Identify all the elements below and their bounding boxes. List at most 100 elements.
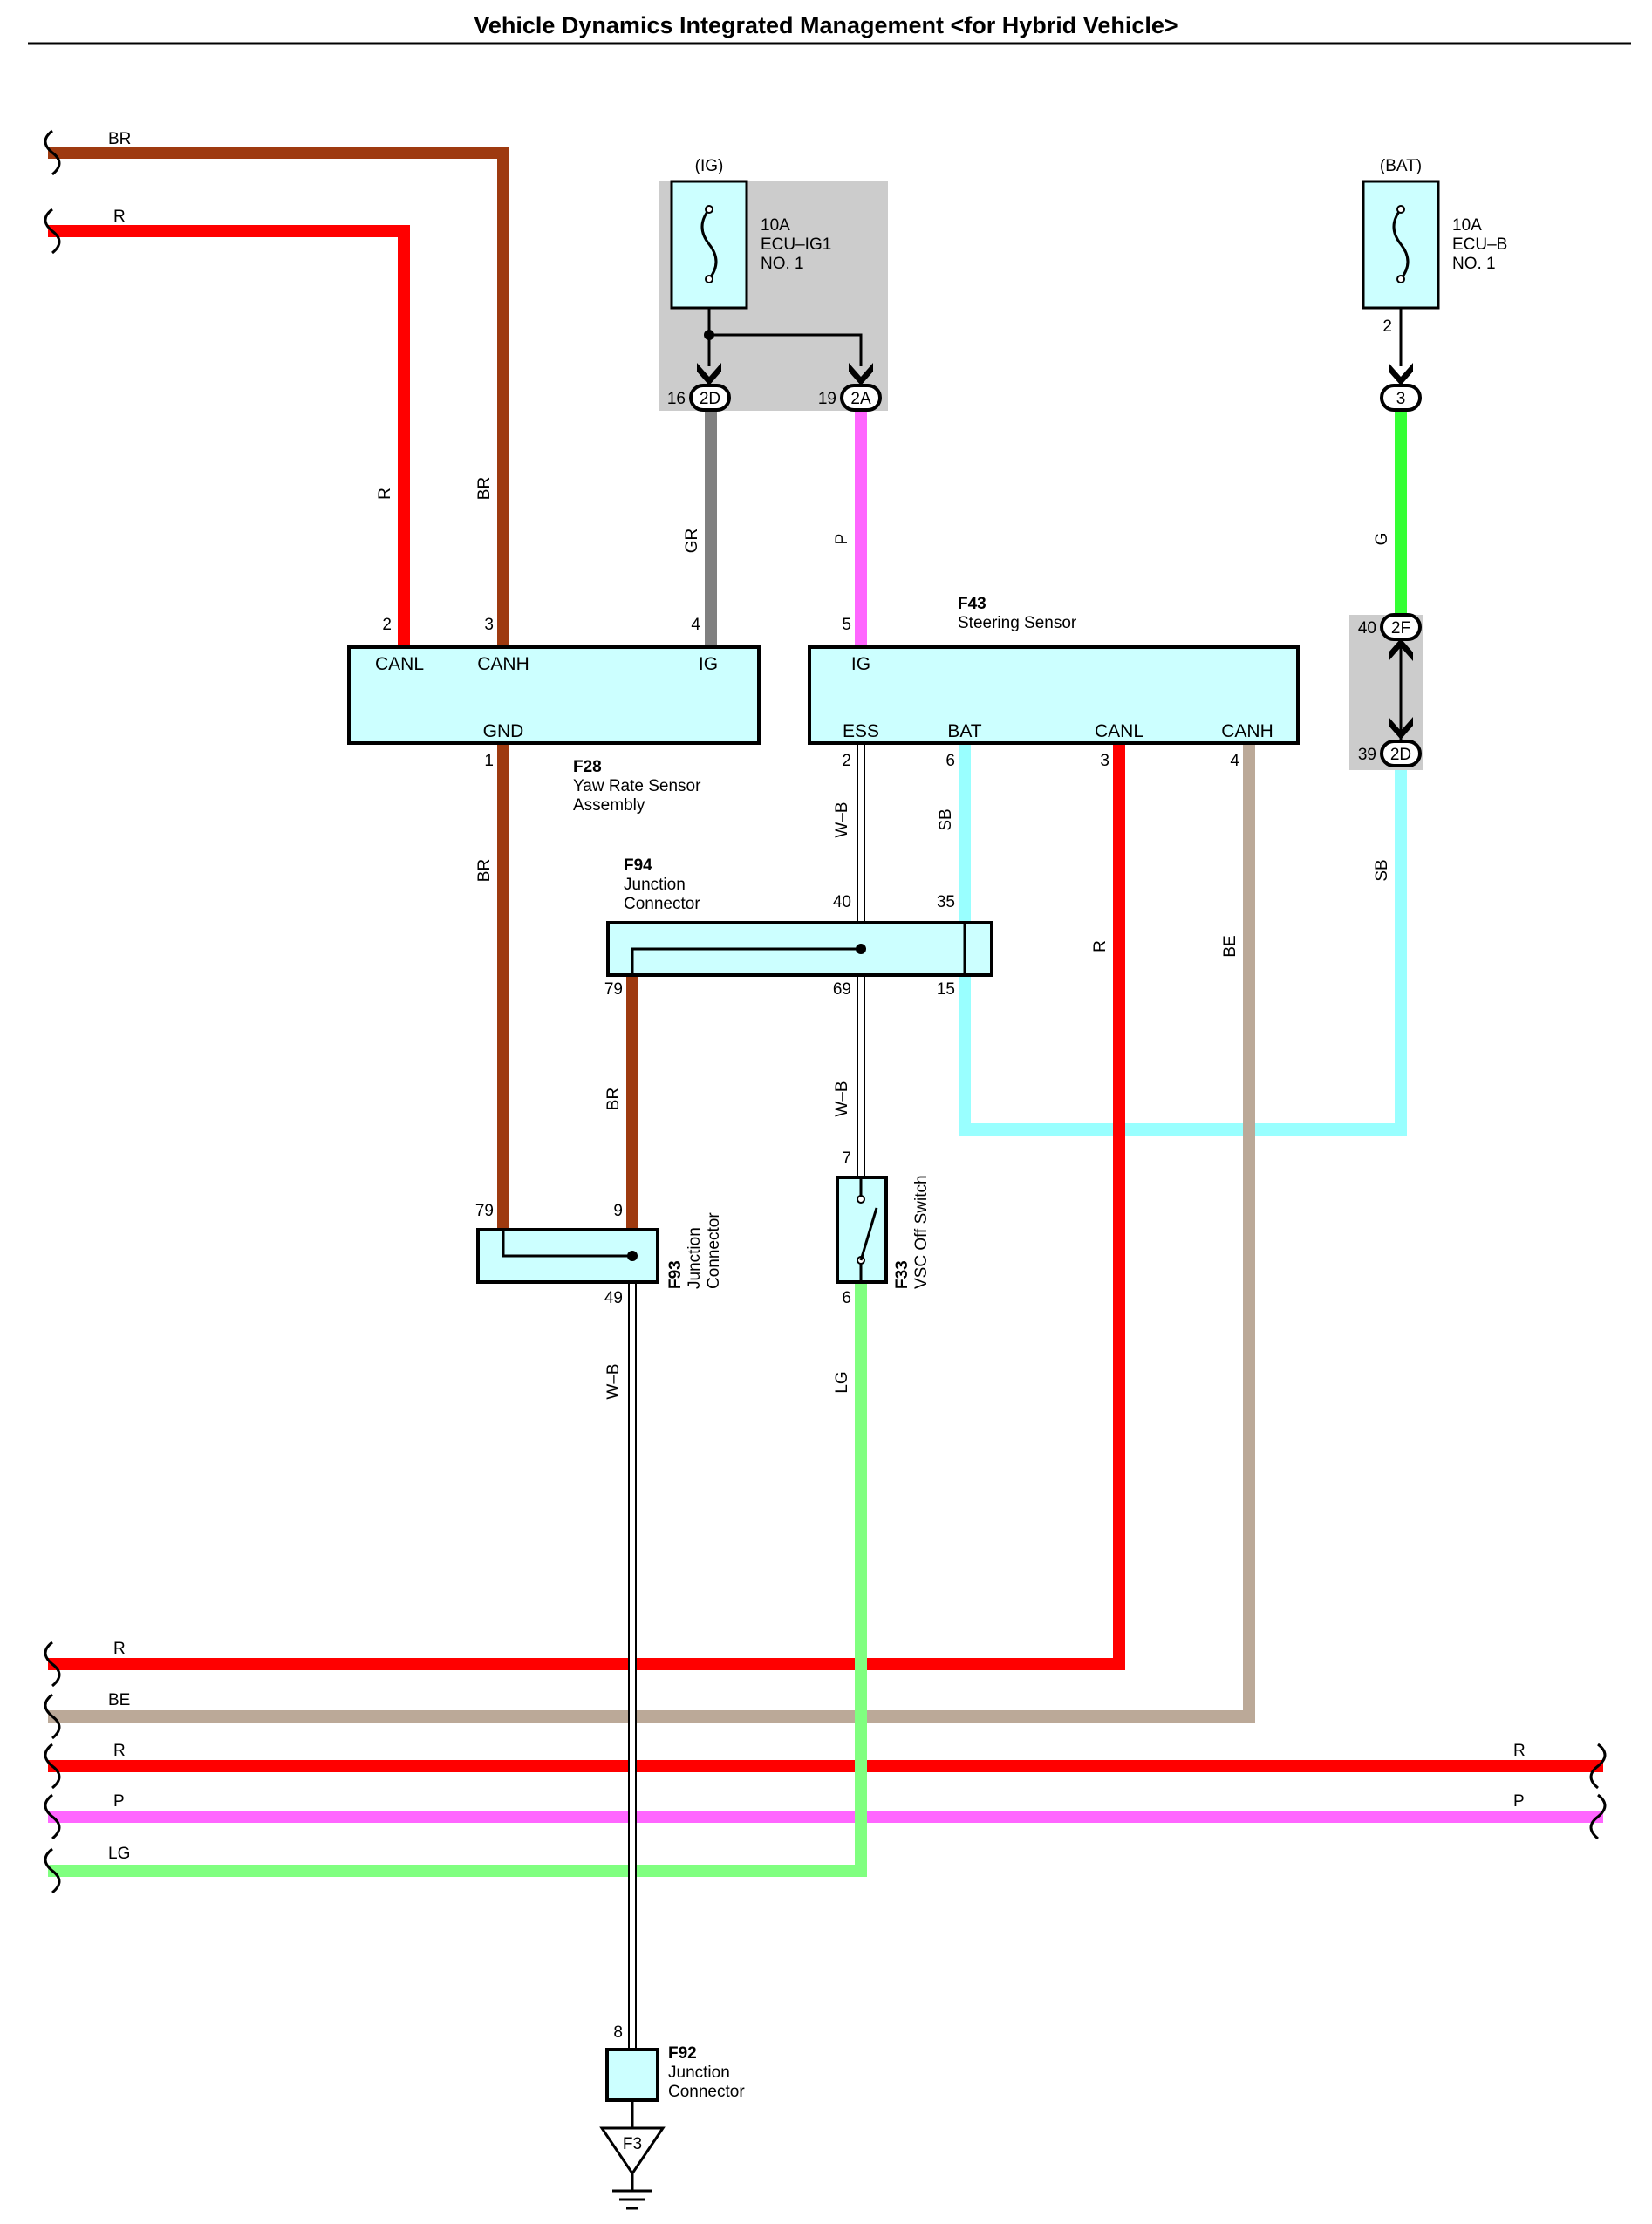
connector-2d: 2D [689,384,731,412]
wire-break-marks-left [44,129,61,1894]
ground-icon: F3 [599,2126,666,2210]
pin-4-f28: 4 [691,616,700,634]
f92-id: F92 [668,2044,697,2063]
f28-name-2: Assembly [573,796,645,815]
connector-2f: 2F [1380,613,1422,641]
pin-5-f43: 5 [842,616,851,634]
wire-label-p-bus: P [113,1792,125,1811]
f92-name-2: Connector [668,2083,745,2101]
wire-label-r-vert: R [376,488,394,500]
wire-label-wb-ess: W–B [833,802,851,837]
switch-contact [859,1207,878,1261]
pin-6-f43: 6 [945,752,955,770]
ig-label: (IG) [695,157,724,175]
svg-text:Connector: Connector [705,1212,723,1289]
f28-pin-ig: IG [699,654,718,674]
pin-1-f28: 1 [484,752,494,770]
f43-pin-ess: ESS [843,721,879,741]
wire-label-gr-vert: GR [683,529,701,554]
pin-8-f92: 8 [613,2023,623,2042]
f43-id: F43 [958,595,986,613]
f33-label: F33 VSC Off Switch [893,1175,931,1289]
f28-pin-canh: CANH [477,654,529,674]
wire-label-be-bus: BE [108,1691,130,1709]
svg-text:2D: 2D [1390,746,1411,764]
wire-label-br-top: BR [108,130,131,148]
f43-pin-canh: CANH [1221,721,1273,741]
fuse-ig-rating: 10A [761,216,790,235]
wire-label-g-vert: G [1373,533,1391,546]
wire-label-br-f93: BR [604,1088,623,1110]
fuse-b-no: NO. 1 [1452,255,1496,273]
svg-text:Junction: Junction [686,1227,704,1289]
wire-r-canl-steering [48,743,1125,1670]
fuse-ig-name: ECU–IG1 [761,235,831,254]
wire-label-r-canl: R [1091,940,1109,952]
f28-id: F28 [573,758,602,776]
wire-br-canh [48,147,509,647]
component-f28-yaw-rate-sensor [347,645,761,745]
svg-text:3: 3 [1396,390,1406,408]
f94-name-1: Junction [624,876,686,894]
wire-label-p-vert: P [833,534,851,545]
pin-6-f33: 6 [842,1289,851,1307]
connector-2a: 2A [840,384,882,412]
wire-label-wb-ground: W–B [604,1363,623,1399]
wire-label-lg-vert: LG [833,1371,851,1393]
f43-pin-canl: CANL [1095,721,1143,741]
pin-4-f43: 4 [1230,752,1239,770]
svg-text:F93: F93 [666,1260,685,1289]
wire-lg-switch [48,1282,867,1877]
svg-text:2A: 2A [850,390,871,408]
pin-35-f94: 35 [937,893,955,911]
svg-text:2F: 2F [1391,619,1410,638]
pin-40-2f: 40 [1358,619,1376,638]
wire-break-marks-right [1589,1743,1607,1840]
f28-pin-gnd: GND [483,721,524,741]
pin-19: 19 [818,390,836,408]
fuse-ecu-ig1-element [700,208,718,280]
wire-label-br-vert: BR [475,477,494,500]
fuse-b-name: ECU–B [1452,235,1507,254]
wire-label-r-bus1: R [113,1640,126,1658]
wire-label-br-gnd: BR [475,859,494,882]
page-title: Vehicle Dynamics Integrated Management <… [474,12,1178,38]
pin-2-f43: 2 [842,752,851,770]
pin-9-f93: 9 [613,1202,623,1220]
wire-label-sb-bat: SB [937,808,955,830]
pin-3-f43: 3 [1100,752,1109,770]
wire-be-canh-steering [48,743,1255,1723]
f94-splice [856,944,866,954]
svg-text:F33: F33 [893,1260,911,1289]
pin-2-fuse: 2 [1382,317,1392,336]
bat-label: (BAT) [1380,157,1422,175]
component-f92-junction-connector [605,2048,659,2102]
wire-label-wb-switch: W–B [833,1081,851,1116]
f43-pin-ig: IG [851,654,870,674]
f43-name: Steering Sensor [958,614,1077,632]
pin-15-f94: 15 [937,980,955,999]
pin-69-f94: 69 [833,980,851,999]
f43-pin-bat: BAT [947,721,981,741]
wire-label-r-top: R [113,208,126,226]
fuse-ig-no: NO. 1 [761,255,804,273]
f93-label: F93 Junction Connector [666,1212,723,1289]
pin-16: 16 [667,390,686,408]
pin-7-f33: 7 [842,1150,851,1168]
wire-label-r-bus2: R [113,1742,126,1760]
f93-splice [627,1251,638,1261]
fuse-ecu-b-element [1392,208,1410,280]
wire-r-canl [48,225,410,647]
f92-name-1: Junction [668,2064,730,2082]
pin-3-f28: 3 [484,616,494,634]
connector-3: 3 [1380,384,1422,412]
wire-sb-bat [959,743,1407,1136]
pin-39-2d: 39 [1358,746,1376,764]
ground-label: F3 [623,2135,642,2153]
pin-2-f28: 2 [382,616,392,634]
wire-label-p-bus-right: P [1513,1792,1525,1811]
pin-40-f94: 40 [833,893,851,911]
svg-text:2D: 2D [700,390,720,408]
wire-label-be-canh: BE [1221,935,1239,957]
